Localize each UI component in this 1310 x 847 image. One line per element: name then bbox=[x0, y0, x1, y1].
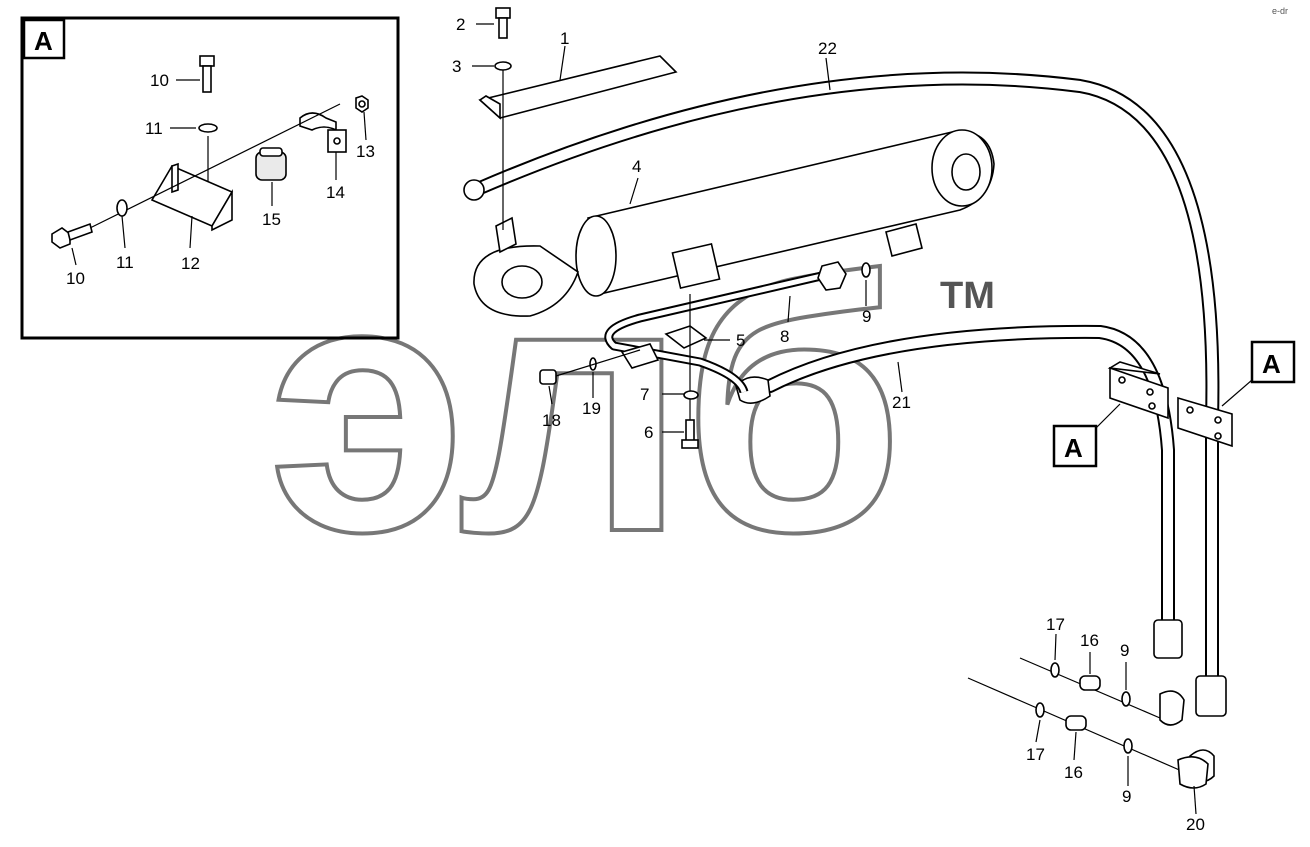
callout-14: 14 bbox=[326, 183, 345, 202]
svg-text:A: A bbox=[1064, 433, 1083, 463]
callout-10b: 10 bbox=[66, 269, 85, 288]
callouts: 2 3 1 4 22 5 8 9 7 6 18 19 21 17 16 9 17… bbox=[452, 15, 1205, 834]
o-ring-17-upper bbox=[1050, 662, 1060, 678]
callout-1: 1 bbox=[560, 29, 569, 48]
callout-17b: 17 bbox=[1026, 745, 1045, 764]
detail-ref-a-right: A bbox=[1221, 340, 1296, 407]
rubber-block-15 bbox=[255, 147, 287, 181]
washer-9-middle bbox=[1121, 691, 1131, 707]
detail-view-frame bbox=[20, 16, 400, 340]
clamp-14 bbox=[299, 112, 347, 153]
washer-3 bbox=[494, 61, 512, 71]
callout-7: 7 bbox=[640, 385, 649, 404]
watermark-trademark: TM bbox=[940, 275, 995, 317]
callout-17a: 17 bbox=[1046, 615, 1065, 634]
o-ring-17-lower bbox=[1035, 702, 1045, 718]
callout-21: 21 bbox=[892, 393, 911, 412]
plug-18 bbox=[539, 369, 557, 385]
callout-19: 19 bbox=[582, 399, 601, 418]
bolt-2 bbox=[495, 7, 511, 39]
detail-view-a: A bbox=[20, 16, 400, 340]
callout-4: 4 bbox=[632, 157, 641, 176]
callout-20: 20 bbox=[1186, 815, 1205, 834]
svg-text:A: A bbox=[1262, 349, 1281, 379]
callout-10a: 10 bbox=[150, 71, 169, 90]
callout-12: 12 bbox=[181, 254, 200, 273]
callout-3: 3 bbox=[452, 57, 461, 76]
elbow-20 bbox=[1177, 756, 1209, 789]
bracket-a-left bbox=[1107, 361, 1169, 420]
nut-13 bbox=[355, 95, 369, 113]
adapter-16-lower bbox=[1065, 715, 1087, 731]
callout-8: 8 bbox=[780, 327, 789, 346]
adapter-16-upper bbox=[1079, 675, 1101, 691]
cylinder-4 bbox=[473, 129, 995, 317]
washer-9-upper bbox=[861, 262, 871, 278]
callout-11a: 11 bbox=[145, 119, 163, 138]
callout-2: 2 bbox=[456, 15, 465, 34]
callout-22: 22 bbox=[818, 39, 837, 58]
detail-ref-a-left: A bbox=[1052, 403, 1121, 468]
pipe-8 bbox=[604, 261, 847, 394]
detail-view-label-box bbox=[22, 18, 66, 60]
callout-6: 6 bbox=[644, 423, 653, 442]
leader-lines bbox=[472, 23, 1197, 815]
bolt-6 bbox=[681, 419, 699, 449]
callout-15: 15 bbox=[262, 210, 281, 229]
bracket-12 bbox=[150, 162, 234, 232]
strip-1 bbox=[478, 55, 678, 120]
callout-9b: 9 bbox=[1120, 641, 1129, 660]
callout-18: 18 bbox=[542, 411, 561, 430]
bolt-10-horizontal bbox=[51, 222, 93, 249]
bracket-a-right bbox=[1177, 396, 1233, 448]
washer-11b bbox=[116, 199, 128, 217]
washer-9-lower bbox=[1123, 738, 1133, 754]
callout-11b: 11 bbox=[116, 253, 134, 272]
callout-9a: 9 bbox=[862, 307, 871, 326]
corner-mark: e-dr bbox=[1272, 6, 1288, 16]
callout-16b: 16 bbox=[1064, 763, 1083, 782]
callout-9c: 9 bbox=[1122, 787, 1131, 806]
detail-view-label: A bbox=[34, 26, 53, 56]
callout-5: 5 bbox=[736, 331, 745, 350]
bolt-10-vertical bbox=[199, 55, 215, 93]
callout-13: 13 bbox=[356, 142, 375, 161]
clamp-5 bbox=[620, 325, 708, 369]
callout-16a: 16 bbox=[1080, 631, 1099, 650]
washer-7 bbox=[683, 390, 699, 400]
washer-11 bbox=[198, 123, 218, 133]
